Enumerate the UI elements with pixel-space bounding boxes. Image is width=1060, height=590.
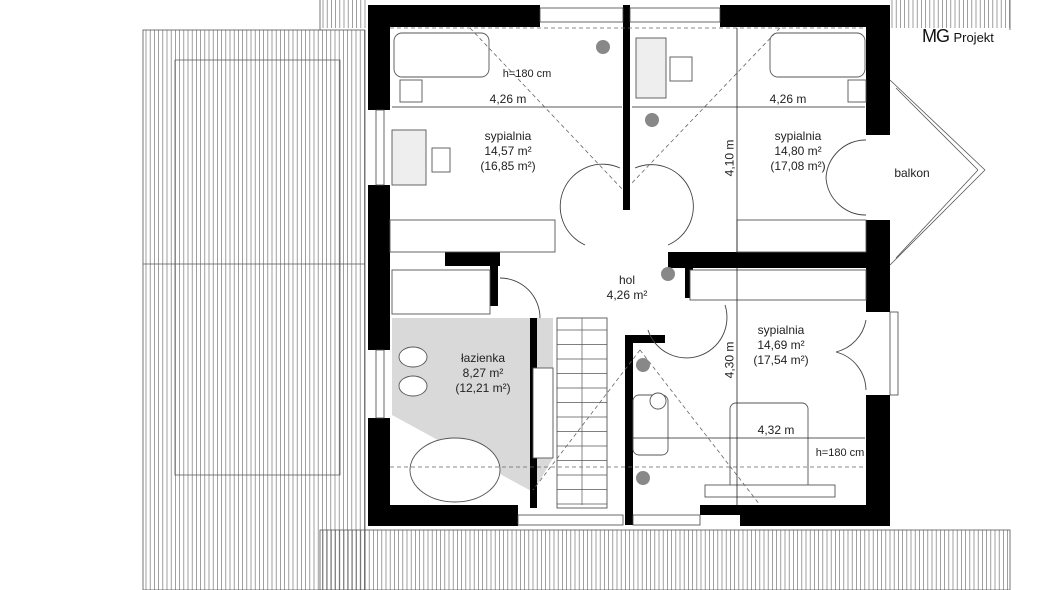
mg-projekt-logo: MG Projekt [922, 26, 994, 47]
room-name: sypialnia [757, 323, 805, 337]
room-area: 8,27 m² [462, 366, 504, 380]
logo-mark: MG [922, 26, 950, 46]
walls [368, 5, 890, 526]
plant-icons [596, 40, 675, 485]
room-name: łazienka [460, 351, 506, 365]
room-gross-area: (12,21 m²) [455, 381, 511, 395]
room-area: 14,69 m² [757, 338, 805, 352]
roof-slope-lines [390, 27, 866, 506]
room-name: sypialnia [484, 129, 532, 143]
room-area: 4,26 m² [606, 288, 648, 302]
windows [375, 7, 899, 526]
room-label-bedroom-3: sypialnia 14,69 m² (17,54 m²) [753, 323, 808, 368]
ceiling-height-top: h=180 cm [502, 68, 552, 80]
roof-outline [142, 0, 1011, 590]
room-name: hol [618, 273, 635, 287]
room-gross-area: (17,08 m²) [770, 159, 826, 173]
dimension-lower-depth: 4,30 m [722, 341, 737, 379]
dimension-right-width: 4,26 m [769, 92, 807, 106]
dimension-right-depth: 4,10 m [722, 139, 737, 177]
stairs [557, 318, 607, 505]
room-label-bathroom: łazienka 8,27 m² (12,21 m²) [455, 351, 510, 396]
room-label-bedroom-1: sypialnia 14,57 m² (16,85 m²) [480, 129, 535, 174]
balcony-label: balkon [894, 166, 930, 180]
dimension-left-width: 4,26 m [489, 92, 527, 106]
room-gross-area: (16,85 m²) [480, 159, 536, 173]
room-area: 14,57 m² [484, 144, 532, 158]
roof-hatching [145, 0, 1010, 590]
doors [499, 139, 867, 391]
dimension-lines [392, 28, 865, 505]
room-area: 14,80 m² [774, 144, 822, 158]
room-label-bedroom-2: sypialnia 14,80 m² (17,08 m²) [770, 129, 825, 174]
room-label-hall: hol 4,26 m² [607, 273, 648, 303]
dimension-lower-width: 4,32 m [757, 423, 795, 437]
room-gross-area: (17,54 m²) [753, 353, 809, 367]
bathroom-floor [392, 318, 553, 492]
ceiling-height-bottom: h=180 cm [815, 447, 865, 459]
logo-text: Projekt [953, 30, 994, 45]
room-name: sypialnia [774, 129, 822, 143]
